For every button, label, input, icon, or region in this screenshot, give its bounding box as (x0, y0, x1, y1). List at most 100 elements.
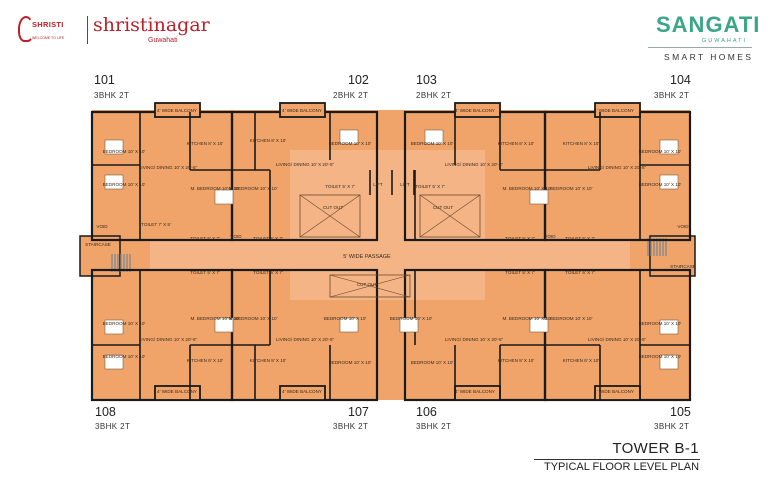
unit-type-108: 3BHK 2T (95, 422, 131, 431)
staircase-label-right: STAIRCASE (670, 264, 696, 269)
bedroom-label-101b: BEDROOM 10' X 10' (102, 182, 146, 187)
cutout-diag2-1 (419, 194, 481, 238)
bedroom-label-104a: BEDROOM 10' X 10' (638, 149, 682, 154)
toilet-label-d: TOILET 5' X 7' (415, 184, 445, 189)
void-label-b: VOID (230, 234, 242, 239)
unit-type-105: 3BHK 2T (654, 422, 690, 431)
unit-number-104: 104 (670, 73, 691, 87)
bedroom-label-108b: BEDROOM 10' X 10' (102, 354, 146, 359)
unit-type-106: 3BHK 2T (416, 422, 452, 431)
project-name: SANGATI (656, 12, 761, 37)
balcony-0 (154, 102, 201, 118)
living-label-107: LIVING/ DINING 10' X 20'-5" (275, 337, 335, 342)
unit-type-104: 3BHK 2T (654, 91, 690, 100)
logo-divider (87, 16, 88, 44)
bed-6 (659, 139, 679, 155)
township-city: Guwahati (148, 37, 178, 44)
shristi-emblem-icon (18, 16, 34, 42)
bed-11 (339, 317, 359, 333)
cutout-label-bottom: CUT OUT (356, 282, 378, 287)
sangati-logo: SANGATI GUWAHATI SMART HOMES (642, 12, 762, 64)
unit-number-105: 105 (670, 405, 691, 419)
balcony-label-104: 4' WIDE BALCONY (594, 108, 634, 113)
bedroom-label-104b: BEDROOM 10' X 10' (638, 182, 682, 187)
balcony-label-106: 4' WIDE BALCONY (455, 389, 495, 394)
unit-type-102: 2BHK 2T (333, 91, 369, 100)
living-label-108: LIVING/ DINING 10' X 20'-5" (138, 337, 198, 342)
unit-number-102: 102 (348, 73, 369, 87)
bed-12 (399, 317, 419, 333)
bedroom-label-106b: BEDROOM 10' X 10' (389, 316, 433, 321)
balcony-3 (594, 102, 641, 118)
mbedroom-label-108: M. BEDROOM 10' X 10' (190, 316, 240, 321)
cutout-diag2-0 (299, 194, 361, 238)
unit-number-103: 103 (416, 73, 437, 87)
living-label-105: LIVING/ DINING 10' X 20'-5" (587, 337, 647, 342)
bedroom-label-101a: BEDROOM 10' X 10' (102, 149, 146, 154)
kitchen-label-105: KITCHEN 8' X 10' (562, 358, 600, 363)
unit-type-107: 3BHK 2T (333, 422, 369, 431)
balcony-5 (279, 385, 326, 401)
balcony-label-107: 4' WIDE BALCONY (282, 389, 322, 394)
bed-7 (659, 174, 679, 190)
unit-number-107: 107 (348, 405, 369, 419)
bedroom-label-103: BEDROOM 10' X 10' (410, 141, 454, 146)
cutout-label-top-left: CUT OUT (322, 205, 344, 210)
bed-1 (104, 174, 124, 190)
logo-rule (648, 47, 752, 48)
mbedroom-label-106: M. BEDROOM 10' X 10' (502, 316, 552, 321)
unit-type-101: 3BHK 2T (94, 91, 130, 100)
lift-label-right: LIFT (400, 182, 410, 187)
floor-plan-shapes (79, 102, 696, 402)
toilet-label-g: TOILET 5' X 7' (190, 270, 220, 275)
toilet-label-j: TOILET 5' X 7' (565, 270, 595, 275)
plan-title: TYPICAL FLOOR LEVEL PLAN (544, 461, 700, 473)
bed-0 (104, 139, 124, 155)
mbedroom-label-107: M. BEDROOM 10' X 10' (228, 316, 278, 321)
bed-10 (214, 317, 234, 333)
kitchen-label-107: KITCHEN 8' X 10' (249, 358, 287, 363)
mbedroom-label-105: M. BEDROOM 10' X 10' (543, 316, 593, 321)
mbedroom-label-101: M. BEDROOM 10' X 10' (190, 186, 240, 191)
bedroom-label-107b: BEDROOM 10' X 10' (323, 316, 367, 321)
toilet-label-101: TOILET 7' X 5' (141, 222, 171, 227)
toilet-label-a: TOILET 5' X 7' (190, 236, 220, 241)
lift-label-left: LIFT (373, 182, 383, 187)
mbedroom-label-104: M. BEDROOM 10' X 10' (543, 186, 593, 191)
void-label-d: VOID (677, 224, 689, 229)
project-city: GUWAHATI (702, 38, 748, 44)
cutout-0 (299, 194, 361, 238)
toilet-label-c: TOILET 5' X 7' (325, 184, 355, 189)
unit-number-101: 101 (94, 73, 115, 87)
toilet-label-i: TOILET 5' X 7' (505, 270, 535, 275)
common-core (290, 150, 485, 300)
tower-title: TOWER B-1 (612, 440, 699, 457)
kitchen-label-103: KITCHEN 8' X 10' (497, 141, 535, 146)
kitchen-label-101: KITCHEN 8' X 10' (186, 141, 224, 146)
toilet-label-b: TOILET 5' X 7' (253, 236, 283, 241)
cutout-label-top-right: CUT OUT (432, 205, 454, 210)
bedroom-label-108a: BEDROOM 10' X 10' (102, 321, 146, 326)
bed-2 (214, 189, 234, 205)
staircase-label-left: STAIRCASE (85, 242, 111, 247)
unit-number-106: 106 (416, 405, 437, 419)
balcony-4 (154, 385, 201, 401)
mbedroom-label-102: M. BEDROOM 10' X 10' (228, 186, 278, 191)
living-label-104: LIVING/ DINING 10' X 20'-5" (587, 165, 647, 170)
cutout-diag2-2 (329, 274, 411, 298)
bed-3 (339, 129, 359, 145)
balcony-label-102: 4' WIDE BALCONY (282, 108, 322, 113)
bed-15 (659, 354, 679, 370)
living-label-103: LIVING/ DINING 10' X 20'-5" (444, 162, 504, 167)
kitchen-label-106: KITCHEN 8' X 10' (497, 358, 535, 363)
void-label-a: VOID (96, 224, 108, 229)
bed-9 (104, 354, 124, 370)
void-label-c: VOID (544, 234, 556, 239)
balcony-label-108: 4' WIDE BALCONY (157, 389, 197, 394)
passage-label: 5' WIDE PASSAGE (343, 254, 391, 260)
unit-number-108: 108 (95, 405, 116, 419)
bed-8 (104, 319, 124, 335)
bedroom-label-105b: BEDROOM 10' X 10' (638, 354, 682, 359)
balcony-label-101: 4' WIDE BALCONY (157, 108, 197, 113)
